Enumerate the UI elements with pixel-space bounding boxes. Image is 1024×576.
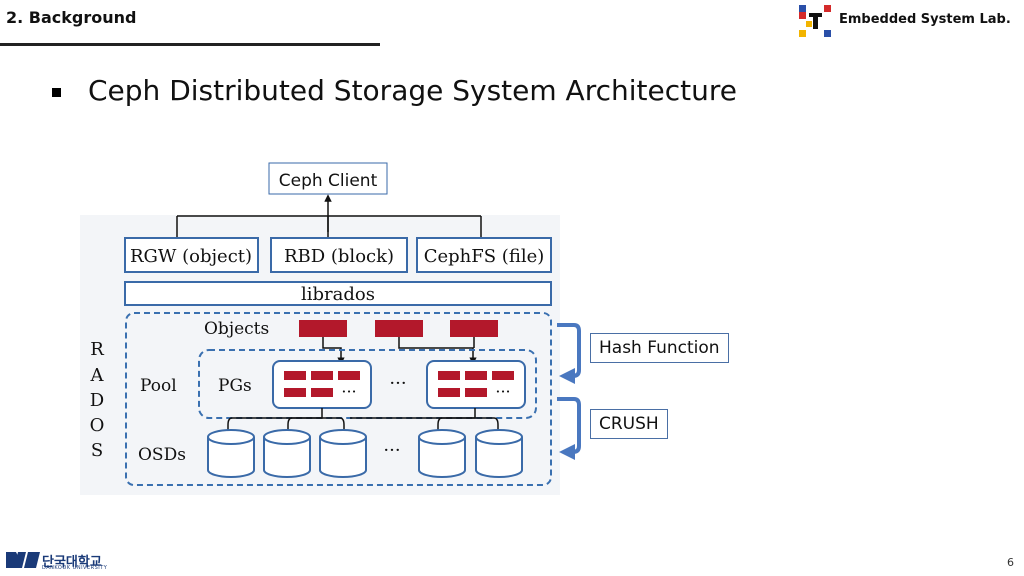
university-name-english: DANKOOK UNIVERSITY <box>42 565 108 571</box>
rados-letter-s: S <box>91 440 103 461</box>
university-logo-icon <box>6 552 40 568</box>
rados-letter-d: D <box>90 390 104 411</box>
university-name-korean: 단국대학교 <box>42 555 102 570</box>
rbd-label: RBD (block) <box>284 246 394 267</box>
rados-letter-o: O <box>90 415 105 436</box>
hash-function-callout: Hash Function <box>590 333 729 363</box>
rados-letter-a: A <box>90 365 105 386</box>
ceph-client-label: Ceph Client <box>279 171 378 191</box>
osd-disk <box>319 429 367 478</box>
object-block <box>299 320 347 337</box>
crush-callout: CRUSH <box>590 409 668 439</box>
objects-label: Objects <box>204 319 269 339</box>
rgw-label: RGW (object) <box>130 246 252 267</box>
object-block <box>450 320 498 337</box>
hash-brace-icon <box>557 323 581 384</box>
rgw-box <box>124 237 259 273</box>
bullet-marker <box>52 88 61 97</box>
osd-disk <box>207 429 255 478</box>
cephfs-box <box>416 237 552 273</box>
lab-logo-icon <box>799 5 831 37</box>
rados-letter-r: R <box>90 339 104 360</box>
lab-name: Embedded System Lab. <box>839 12 1011 27</box>
ceph-client-box <box>268 162 388 195</box>
pg-ellipsis: ··· <box>389 373 406 394</box>
cephfs-label: CephFS (file) <box>424 246 545 267</box>
osd-disk <box>418 429 466 478</box>
osd-disk <box>475 429 523 478</box>
crush-brace-icon <box>557 397 581 460</box>
title-underline <box>0 43 380 46</box>
rbd-box <box>270 237 408 273</box>
osd-disk <box>263 429 311 478</box>
section-title: 2. Background <box>6 8 137 27</box>
svg-text:···: ··· <box>495 382 510 401</box>
slide-heading: Ceph Distributed Storage System Architec… <box>88 74 737 107</box>
librados-box <box>124 281 552 306</box>
object-block <box>375 320 423 337</box>
pool-label: Pool <box>140 376 177 396</box>
pgs-label: PGs <box>218 376 252 396</box>
osd-ellipsis: ··· <box>383 440 400 461</box>
librados-label: librados <box>301 284 375 305</box>
page-number: 6 <box>1007 556 1014 569</box>
rados-boundary <box>125 312 552 486</box>
svg-text:···: ··· <box>341 382 356 401</box>
osds-label: OSDs <box>138 445 186 465</box>
